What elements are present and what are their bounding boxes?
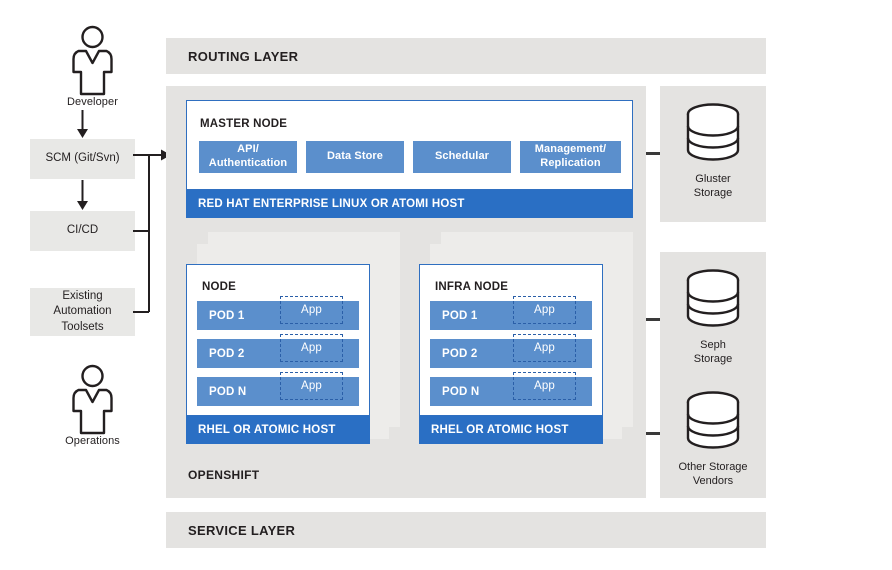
pod-label: POD 1 xyxy=(442,309,478,322)
database-cylinder-icon xyxy=(686,391,740,449)
storage-panel-seph[interactable]: Seph Storage xyxy=(660,252,766,388)
connector-to-gluster-storage xyxy=(646,152,660,155)
infra-node-pod-2-app[interactable]: App xyxy=(513,334,576,362)
storage-label-line-2: Storage xyxy=(693,187,733,200)
operations-actor xyxy=(55,363,130,435)
storage-panel-other[interactable]: Other Storage Vendors xyxy=(660,376,766,498)
master-host-bar: RED HAT ENTERPRISE LINUX OR ATOMI HOST xyxy=(186,190,633,218)
pod-label: POD 2 xyxy=(209,347,245,360)
automation-line-1: Existing xyxy=(62,289,103,302)
node-host-label: RHEL OR ATOMIC HOST xyxy=(198,424,336,436)
developer-label: Developer xyxy=(66,96,119,108)
infra-node-host-label: RHEL OR ATOMIC HOST xyxy=(431,424,569,436)
storage-label-line-1: Other Storage xyxy=(678,461,748,473)
database-cylinder-icon xyxy=(686,103,740,161)
person-icon xyxy=(72,25,113,96)
developer-actor xyxy=(55,24,130,96)
connector-to-other-storage xyxy=(646,432,660,435)
infra-node-pod-n[interactable]: POD N xyxy=(430,377,592,406)
automation-toolsets-box[interactable]: Existing Automation Toolsets xyxy=(30,288,135,336)
master-component-label: Data Store xyxy=(326,150,384,163)
master-host-label: RED HAT ENTERPRISE LINUX OR ATOMI HOST xyxy=(198,198,465,210)
pod-label: POD N xyxy=(209,385,247,398)
app-label: App xyxy=(533,342,556,354)
connector-bus-to-openshift xyxy=(133,149,171,313)
infra-node-pod-2[interactable]: POD 2 xyxy=(430,339,592,368)
service-layer-label: SERVICE LAYER xyxy=(188,522,296,538)
infra-node-title: INFRA NODE xyxy=(435,281,509,293)
node-pod-n[interactable]: POD N xyxy=(197,377,359,406)
service-layer-bar: SERVICE LAYER xyxy=(166,512,766,548)
app-label: App xyxy=(300,380,323,392)
connector-to-seph-storage xyxy=(646,318,660,321)
routing-layer-bar: ROUTING LAYER xyxy=(166,38,766,74)
master-node-title: MASTER NODE xyxy=(200,118,288,130)
node-pod-2-app[interactable]: App xyxy=(280,334,343,362)
master-component-label: API/Authentication xyxy=(208,143,288,169)
automation-line-3: Toolsets xyxy=(61,320,104,333)
node-pod-n-app[interactable]: App xyxy=(280,372,343,400)
infra-node-host-bar: RHEL OR ATOMIC HOST xyxy=(419,416,603,444)
app-label: App xyxy=(533,304,556,316)
infra-node-pod-1[interactable]: POD 1 xyxy=(430,301,592,330)
master-component-management-replication[interactable]: Management/Replication xyxy=(520,141,621,173)
storage-label-line-1: Gluster xyxy=(695,173,731,185)
node-pod-2[interactable]: POD 2 xyxy=(197,339,359,368)
master-component-schedular[interactable]: Schedular xyxy=(413,141,511,173)
scm-label: SCM (Git/Svn) xyxy=(45,152,120,165)
cicd-box[interactable]: CI/CD xyxy=(30,211,135,251)
pod-label: POD N xyxy=(442,385,480,398)
master-component-label: Management/Replication xyxy=(534,143,607,169)
app-label: App xyxy=(300,342,323,354)
arrow-scm-to-cicd xyxy=(77,180,88,210)
operations-label: Operations xyxy=(65,435,120,447)
node-pod-1-app[interactable]: App xyxy=(280,296,343,324)
master-component-data-store[interactable]: Data Store xyxy=(306,141,404,173)
storage-label-line-2: Vendors xyxy=(692,475,734,488)
storage-panel-gluster[interactable]: Gluster Storage xyxy=(660,86,766,222)
openshift-label: OPENSHIFT xyxy=(188,468,260,482)
routing-layer-label: ROUTING LAYER xyxy=(188,48,299,64)
database-cylinder-icon xyxy=(686,269,740,327)
app-label: App xyxy=(300,304,323,316)
person-icon xyxy=(72,364,113,435)
node-host-bar: RHEL OR ATOMIC HOST xyxy=(186,416,370,444)
pod-label: POD 2 xyxy=(442,347,478,360)
infra-node-pod-1-app[interactable]: App xyxy=(513,296,576,324)
node-title: NODE xyxy=(202,281,237,293)
scm-box[interactable]: SCM (Git/Svn) xyxy=(30,139,135,179)
automation-line-2: Automation xyxy=(53,305,112,318)
master-component-api-authentication[interactable]: API/Authentication xyxy=(199,141,297,173)
infra-node-pod-n-app[interactable]: App xyxy=(513,372,576,400)
pod-label: POD 1 xyxy=(209,309,245,322)
storage-label-line-2: Storage xyxy=(693,353,733,366)
master-component-label: Schedular xyxy=(434,150,490,163)
cicd-label: CI/CD xyxy=(66,224,99,237)
node-pod-1[interactable]: POD 1 xyxy=(197,301,359,330)
storage-label-line-1: Seph xyxy=(700,339,726,351)
arrow-developer-to-scm xyxy=(77,110,88,138)
app-label: App xyxy=(533,380,556,392)
